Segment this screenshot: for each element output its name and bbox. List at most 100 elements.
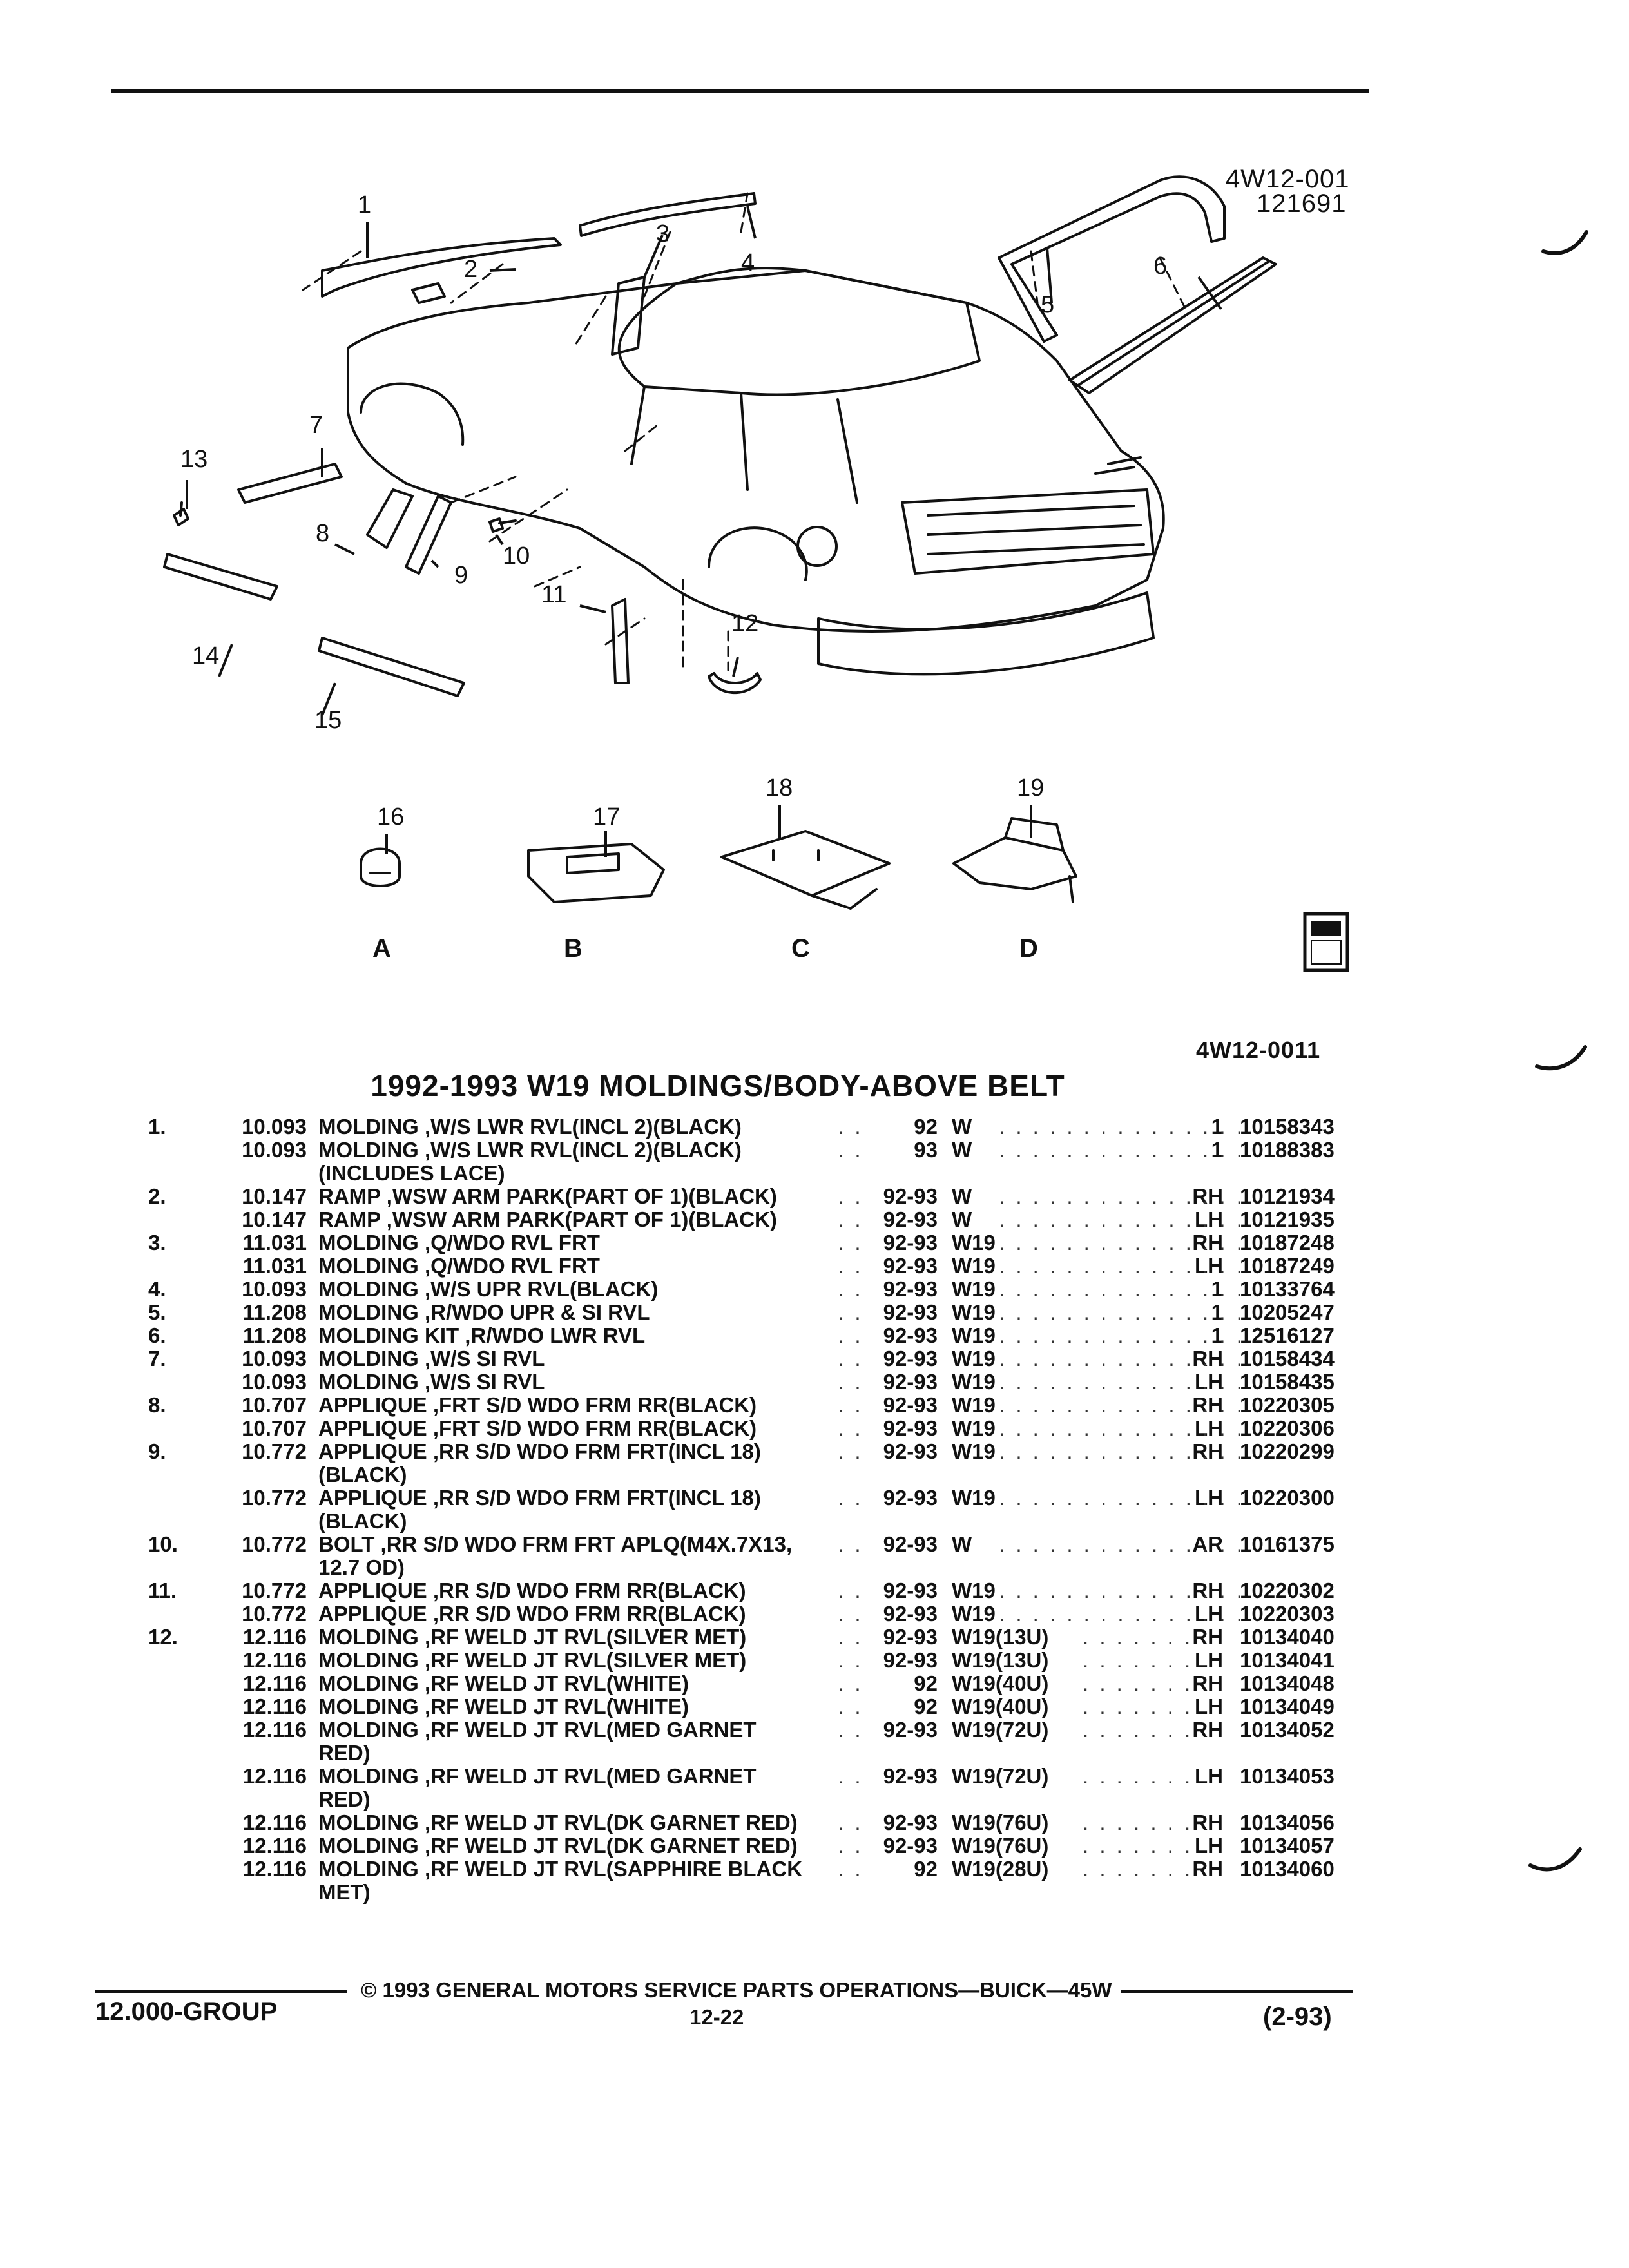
quantity: RH [1192, 1811, 1223, 1834]
detail-d-clip [952, 817, 1077, 903]
rear-lamp-outline [901, 488, 1155, 575]
leader-dots: . . . . . . . . . . . . . . . [999, 1277, 1245, 1301]
leader-dots: . . [838, 1254, 863, 1278]
series: W19(72U) [952, 1764, 1049, 1788]
series: W19 [952, 1486, 996, 1510]
leader-dots: . . . . . . . [1083, 1834, 1193, 1858]
series: W19(40U) [952, 1671, 1049, 1695]
series: W19 [952, 1370, 996, 1394]
view-letter-a: A [372, 934, 391, 963]
model-year: 92 [914, 1671, 938, 1695]
callout-5: 5 [1041, 291, 1054, 318]
leader-dots: . . [838, 1393, 863, 1417]
group-number: 10.772 [242, 1602, 307, 1626]
group-number: 11.208 [242, 1300, 307, 1324]
group-number: 12.116 [242, 1811, 307, 1834]
description: MOLDING ,W/S SI RVL [318, 1370, 545, 1394]
binder-mark-middle [1535, 1045, 1587, 1071]
model-year: 92-93 [883, 1811, 938, 1834]
part-7-shape [237, 463, 343, 504]
item-number: 7. [148, 1347, 166, 1370]
series: W19 [952, 1439, 996, 1463]
series: W19 [952, 1300, 996, 1324]
leader-dots: . . [838, 1857, 863, 1881]
description: MOLDING ,W/S LWR RVL(INCL 2)(BLACK) [318, 1115, 742, 1139]
part-number: 10187248 [1240, 1231, 1335, 1254]
item-number: 8. [148, 1393, 166, 1417]
series: W19(13U) [952, 1625, 1049, 1649]
part-11-shape [611, 598, 630, 684]
quantity: RH [1192, 1579, 1223, 1602]
series: W [952, 1532, 972, 1556]
leader-dots: . . . . . . . [1083, 1625, 1193, 1649]
description: MOLDING ,Q/WDO RVL FRT [318, 1231, 600, 1254]
part-number: 10134053 [1240, 1764, 1335, 1788]
model-year: 92-93 [883, 1300, 938, 1324]
group-number: 10.707 [242, 1393, 307, 1417]
description: MOLDING ,W/S LWR RVL(INCL 2)(BLACK) [318, 1138, 742, 1162]
part-number: 10121935 [1240, 1207, 1335, 1231]
leader-dots: . . [838, 1811, 863, 1834]
series: W19 [952, 1416, 996, 1440]
leader-dots: . . . . . . . . . . . . . . . [999, 1393, 1245, 1417]
part-number: 10158343 [1240, 1115, 1335, 1139]
group-number: 11.031 [242, 1254, 307, 1278]
quantity: RH [1192, 1393, 1223, 1417]
group-number: 12.116 [242, 1648, 307, 1672]
table-title: 1992-1993 W19 MOLDINGS/BODY-ABOVE BELT [371, 1069, 1065, 1102]
quantity: RH [1192, 1671, 1223, 1695]
model-year: 92-93 [883, 1439, 938, 1463]
series: W19 [952, 1347, 996, 1370]
part-number: 10134040 [1240, 1625, 1335, 1649]
part-12-shape [708, 672, 762, 695]
leader-dots: . . [838, 1625, 863, 1649]
table-row: RED) [0, 1787, 1629, 1811]
callout-8: 8 [316, 520, 329, 547]
quantity: LH [1195, 1416, 1223, 1440]
part-number: 10134057 [1240, 1834, 1335, 1858]
item-number: 4. [148, 1277, 166, 1301]
item-number: 1. [148, 1115, 166, 1139]
part-number: 10220299 [1240, 1439, 1335, 1463]
leader-dots: . . . . . . . . . . . . . . . [999, 1138, 1245, 1162]
view-letter-c: C [791, 934, 810, 963]
description: MOLDING ,RF WELD JT RVL(MED GARNET [318, 1718, 757, 1742]
quantity: 1 [1211, 1323, 1223, 1347]
leader-dots: . . [838, 1439, 863, 1463]
leader-dots: . . . . . . . . . . . . . . . [999, 1416, 1245, 1440]
description: MOLDING ,RF WELD JT RVL(DK GARNET RED) [318, 1834, 798, 1858]
part-number: 10187249 [1240, 1254, 1335, 1278]
leader-dots: . . [838, 1718, 863, 1742]
part-number: 10161375 [1240, 1532, 1335, 1556]
illustration-ref: 4W12-0011 [1196, 1037, 1321, 1063]
part-15-shape [318, 637, 465, 697]
leader-dots: . . . . . . . . . . . . . . . [999, 1254, 1245, 1278]
binder-mark-bottom [1528, 1847, 1582, 1872]
leader-dots: . . . . . . . [1083, 1811, 1193, 1834]
leader-dots: . . [838, 1231, 863, 1254]
leader-dots: . . . . . . . . . . . . . . . [999, 1347, 1245, 1370]
model-year: 92-93 [883, 1648, 938, 1672]
leader-dots: . . [838, 1834, 863, 1858]
quantity: RH [1192, 1718, 1223, 1742]
footer-copyright: © 1993 GENERAL MOTORS SERVICE PARTS OPER… [361, 1978, 1112, 2002]
group-number: 10.772 [242, 1439, 307, 1463]
rear-bumper [817, 591, 1155, 676]
description: RED) [318, 1741, 371, 1765]
leader-dots: . . . . . . . [1083, 1671, 1193, 1695]
group-number: 12.116 [242, 1764, 307, 1788]
item-number: 11. [148, 1579, 177, 1602]
part-13-shape [173, 501, 189, 526]
rear-emblem [1094, 456, 1142, 475]
quantity: LH [1195, 1695, 1223, 1718]
part-3-shape [611, 276, 646, 356]
leader-dots: . . [838, 1207, 863, 1231]
leader-dots: . . . . . . . . . . . . . . . [999, 1207, 1245, 1231]
model-year: 92-93 [883, 1277, 938, 1301]
